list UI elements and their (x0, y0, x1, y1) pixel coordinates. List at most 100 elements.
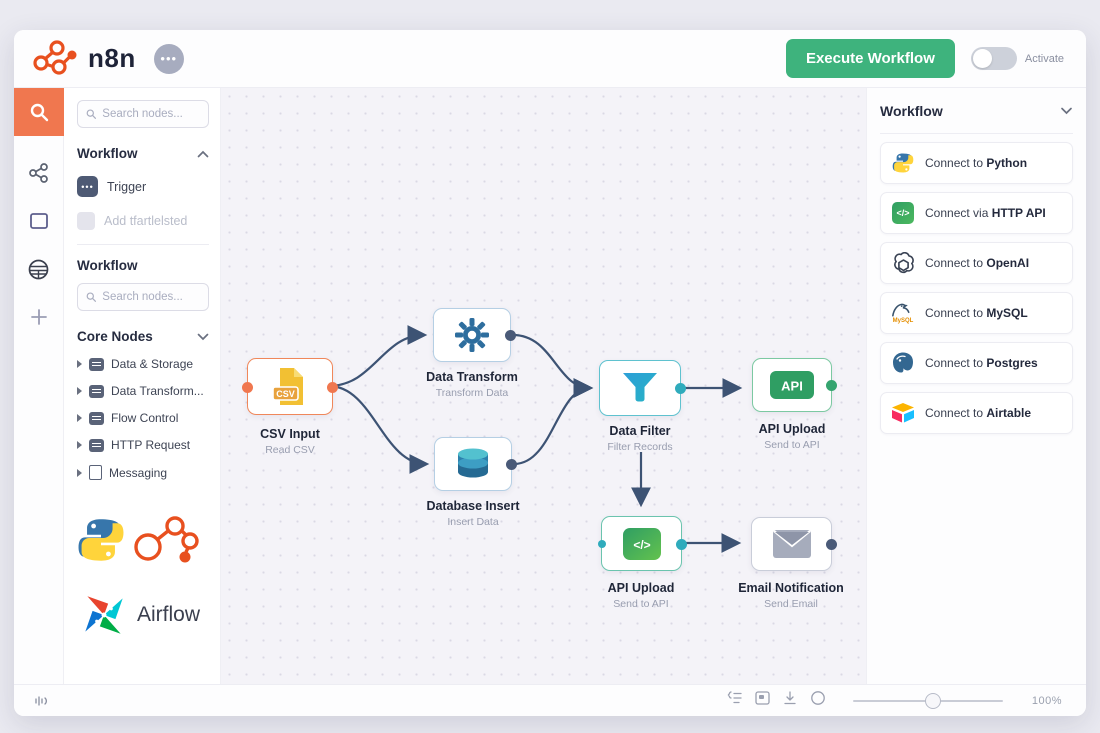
icon-rail (14, 88, 64, 684)
output-port[interactable] (826, 380, 837, 391)
placeholder-chip-icon (77, 212, 95, 230)
minimap-icon[interactable] (755, 691, 770, 710)
zoom-level-label: 100% (1031, 694, 1062, 707)
rail-add-tab[interactable] (29, 307, 49, 327)
envelope-icon (772, 530, 811, 558)
node-api-upload-top[interactable]: API (752, 358, 837, 412)
edge-csv-to-transform (328, 325, 428, 388)
input-port[interactable] (598, 540, 606, 548)
chevron-down-icon (1060, 107, 1073, 115)
search-nodes-box-2[interactable] (77, 283, 209, 311)
trigger-icon: ••• (77, 176, 98, 197)
output-port[interactable] (826, 539, 837, 550)
add-item[interactable]: Add tfartlelsted (77, 212, 209, 230)
app-window: n8n ••• Execute Workflow Activate (14, 30, 1086, 716)
postgres-logo (893, 352, 913, 373)
core-item-data-storage[interactable]: Data & Storage (77, 357, 209, 371)
top-bar: n8n ••• Execute Workflow Activate (14, 30, 1086, 88)
rail-search-tab[interactable] (14, 88, 64, 136)
fit-view-icon[interactable] (783, 690, 797, 711)
integration-logos (77, 514, 209, 566)
rail-canvas-tab[interactable] (28, 210, 50, 232)
node-data-transform[interactable] (433, 308, 516, 362)
zoom-slider[interactable] (852, 692, 1003, 709)
workflow-edges (328, 325, 743, 553)
workflow-section-title: Workflow (77, 146, 138, 161)
trigger-item[interactable]: ••• Trigger (77, 176, 209, 197)
svg-text:CSV: CSV (276, 389, 295, 399)
svg-text:</>: </> (633, 538, 650, 552)
layers-icon (89, 438, 104, 452)
node-database-insert[interactable] (434, 437, 517, 491)
core-nodes-header[interactable]: Core Nodes (77, 329, 209, 344)
search-icon (86, 292, 97, 302)
workflow-section-header[interactable]: Workflow (77, 146, 209, 161)
input-port[interactable] (242, 382, 253, 393)
more-menu-button[interactable]: ••• (153, 43, 184, 74)
connect-postgres-item[interactable]: Connect to Postgres (880, 342, 1073, 384)
core-item-messaging[interactable]: Messaging (77, 465, 209, 480)
connect-http-api-item[interactable]: </> Connect via HTTP API (880, 192, 1073, 234)
caret-right-icon (77, 387, 82, 395)
search-nodes-box[interactable] (77, 100, 209, 128)
node-email-notification[interactable] (751, 517, 837, 571)
connect-openai-item[interactable]: Connect to OpenAI (880, 242, 1073, 284)
right-panel: Workflow Connect to Python (866, 88, 1086, 684)
activate-toggle-group: Activate (970, 47, 1064, 70)
airtable-logo (892, 403, 914, 423)
connect-python-item[interactable]: Connect to Python (880, 142, 1073, 184)
output-port[interactable] (327, 382, 338, 393)
python-logo (78, 519, 124, 561)
caret-right-icon (77, 414, 82, 422)
rail-globe-tab[interactable] (27, 258, 50, 281)
brand-title: n8n (88, 43, 136, 73)
add-item-label: Add tfartlelsted (104, 214, 188, 228)
workflow-section2-title: Workflow (77, 258, 138, 273)
left-panel: Workflow ••• Trigger Add tfartlelsted Wo… (64, 88, 221, 684)
activate-toggle[interactable] (970, 47, 1017, 70)
output-port[interactable] (676, 539, 687, 550)
openai-logo (893, 251, 914, 273)
n8n-logo-icon (33, 39, 77, 75)
core-item-data-transform[interactable]: Data Transform... (77, 384, 209, 398)
core-item-flow-control[interactable]: Flow Control (77, 411, 209, 425)
right-panel-title: Workflow (880, 102, 943, 119)
layers-icon (89, 411, 104, 425)
zoom-reset-icon[interactable] (810, 690, 826, 711)
connect-airtable-item[interactable]: Connect to Airtable (880, 392, 1073, 434)
caret-right-icon (77, 360, 82, 368)
right-panel-header[interactable]: Workflow (880, 88, 1073, 134)
output-port[interactable] (505, 330, 516, 341)
edge-csv-to-dbinsert (328, 384, 430, 474)
search-nodes-input[interactable] (102, 108, 200, 120)
svg-text:API: API (781, 379, 803, 394)
output-port[interactable] (675, 383, 686, 394)
rail-share-tab[interactable] (28, 162, 50, 184)
workflow-canvas[interactable]: CSV CSV Input Read CSV (221, 88, 866, 684)
share-icon (28, 163, 48, 183)
outline-list-icon[interactable] (727, 691, 742, 710)
edge-transform-to-filter (512, 333, 594, 398)
activate-label: Activate (1024, 52, 1064, 65)
mysql-logo: MySQL (892, 303, 914, 324)
http-api-icon: </> (892, 202, 914, 224)
caret-right-icon (77, 441, 82, 449)
core-item-http-request[interactable]: HTTP Request (77, 438, 209, 452)
connect-mysql-item[interactable]: MySQL Connect to MySQL (880, 292, 1073, 334)
core-nodes-title: Core Nodes (77, 329, 153, 344)
database-icon (458, 448, 488, 478)
trigger-label: Trigger (107, 179, 147, 194)
svg-text:MySQL: MySQL (893, 318, 914, 324)
node-csv-input[interactable]: CSV (242, 358, 338, 415)
caret-right-icon (77, 468, 82, 477)
node-data-filter[interactable] (599, 360, 686, 416)
output-port[interactable] (506, 459, 517, 470)
python-logo (892, 153, 914, 173)
n8n-network-logo (134, 516, 199, 563)
search-nodes-input-2[interactable] (102, 291, 200, 303)
search-icon (86, 109, 97, 119)
node-api-upload-bottom[interactable]: </> (598, 516, 687, 571)
zoom-slider-knob[interactable] (924, 692, 941, 709)
execute-workflow-button[interactable]: Execute Workflow (785, 39, 955, 78)
topbar-actions: Execute Workflow Activate (785, 39, 1064, 78)
